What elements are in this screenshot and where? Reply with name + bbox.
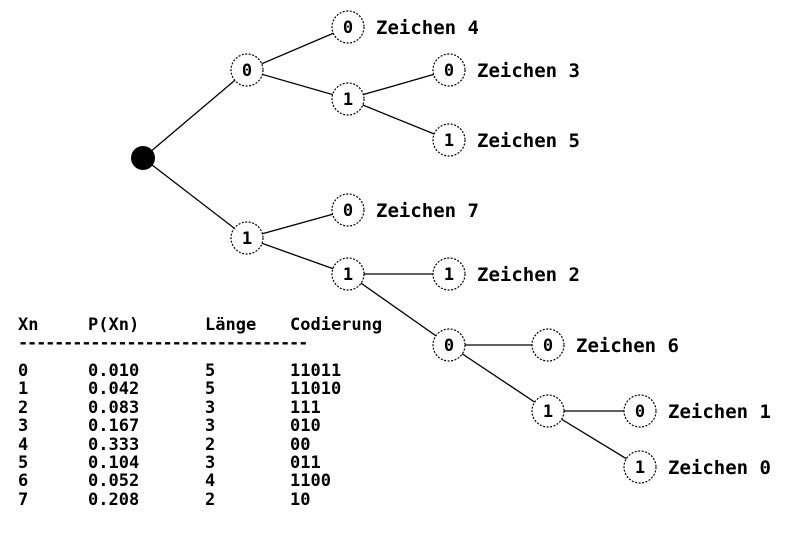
tree-edge	[347, 69, 450, 100]
table-row: 5 0.104 3 011	[18, 452, 410, 473]
table-row: 1 0.042 5 11010	[18, 379, 410, 400]
cell-code: 111	[290, 397, 321, 418]
node-bit: 0	[543, 336, 553, 356]
cell-length: 2	[205, 434, 216, 455]
cell-xn: 3	[18, 416, 29, 437]
tree-node	[230, 221, 264, 255]
tree-node	[531, 328, 565, 362]
cell-probability: 0.104	[88, 452, 140, 473]
cell-code: 011	[290, 452, 321, 473]
tree-edge	[246, 26, 349, 71]
node-bit: 0	[343, 201, 353, 221]
cell-probability: 0.333	[88, 434, 140, 455]
header-xn: Xn	[18, 315, 39, 335]
leaf-symbol-label: Zeichen 3	[477, 60, 580, 82]
cell-probability: 0.042	[88, 379, 140, 400]
node-bit: 0	[242, 61, 252, 81]
table-row: 2 0.083 3 111	[18, 397, 410, 418]
cell-length: 5	[205, 361, 216, 381]
table-header: Xn P(Xn) Länge Codierung	[18, 316, 410, 336]
tree-edge	[347, 273, 450, 346]
leaf-symbol-label: Zeichen 2	[477, 264, 580, 286]
cell-length: 3	[205, 452, 216, 473]
leaf-symbol-label: Zeichen 7	[376, 200, 479, 222]
root-node	[131, 146, 155, 170]
tree-node	[432, 328, 466, 362]
cell-length: 2	[205, 489, 216, 510]
cell-probability: 0.052	[88, 471, 140, 492]
node-bit: 0	[635, 402, 645, 422]
cell-code: 10	[290, 489, 311, 510]
tree-edge	[347, 98, 450, 141]
table-row: 4 0.333 2 00	[18, 434, 410, 455]
cell-xn: 6	[18, 471, 29, 492]
cell-xn: 2	[18, 397, 29, 418]
header-probability: P(Xn)	[88, 315, 140, 335]
cell-length: 3	[205, 416, 216, 437]
node-bit: 1	[343, 265, 353, 285]
table-row: 0 0.010 5 11011	[18, 361, 410, 381]
tree-node	[432, 53, 466, 87]
cell-xn: 5	[18, 452, 29, 473]
table-separator: --------------------------------	[18, 336, 308, 353]
node-bit: 1	[343, 90, 353, 110]
tree-node	[531, 394, 565, 428]
leaf-symbol-label: Zeichen 0	[668, 457, 771, 479]
leaf-symbol-label: Zeichen 5	[477, 130, 580, 152]
node-bit: 1	[444, 265, 454, 285]
cell-probability: 0.010	[88, 361, 140, 381]
header-length: Länge	[205, 315, 257, 335]
tree-node	[331, 82, 365, 116]
tree-edge	[142, 69, 248, 159]
cell-probability: 0.208	[88, 489, 140, 510]
cell-probability: 0.167	[88, 416, 140, 437]
node-bit: 0	[444, 336, 454, 356]
cell-length: 5	[205, 379, 216, 400]
tree-edge	[142, 157, 248, 239]
table-row: 7 0.208 2 10	[18, 489, 410, 510]
tree-edge	[547, 410, 641, 468]
cell-length: 4	[205, 471, 216, 492]
table-row: 3 0.167 3 010	[18, 416, 410, 437]
cell-xn: 0	[18, 361, 29, 381]
tree-node	[623, 450, 657, 484]
tree-node	[331, 257, 365, 291]
tree-edge	[246, 209, 349, 239]
header-code: Codierung	[290, 315, 383, 335]
tree-edge	[448, 344, 549, 412]
cell-probability: 0.083	[88, 397, 140, 418]
tree-node	[331, 10, 365, 44]
tree-node	[432, 257, 466, 291]
leaf-symbol-label: Zeichen 4	[376, 17, 479, 39]
code-table: Xn P(Xn) Länge Codierung ---------------…	[18, 316, 410, 509]
tree-node	[623, 394, 657, 428]
leaf-symbol-label: Zeichen 1	[668, 401, 771, 423]
cell-length: 3	[205, 397, 216, 418]
tree-edge	[246, 69, 349, 100]
cell-code: 11010	[290, 379, 342, 400]
cell-xn: 7	[18, 489, 29, 510]
tree-node	[230, 53, 264, 87]
cell-code: 010	[290, 416, 321, 437]
table-row: 6 0.052 4 1100	[18, 471, 410, 492]
cell-xn: 4	[18, 434, 29, 455]
cell-xn: 1	[18, 379, 29, 400]
cell-code: 00	[290, 434, 311, 455]
cell-code: 11011	[290, 361, 342, 381]
node-bit: 1	[543, 402, 553, 422]
node-bit: 0	[343, 18, 353, 38]
cell-code: 1100	[290, 471, 331, 492]
node-bit: 1	[635, 458, 645, 478]
tree-node	[432, 123, 466, 157]
node-bit: 0	[444, 61, 454, 81]
tree-edge	[246, 237, 349, 275]
node-bit: 1	[444, 131, 454, 151]
tree-node	[331, 193, 365, 227]
node-bit: 1	[242, 229, 252, 249]
leaf-symbol-label: Zeichen 6	[576, 335, 679, 357]
